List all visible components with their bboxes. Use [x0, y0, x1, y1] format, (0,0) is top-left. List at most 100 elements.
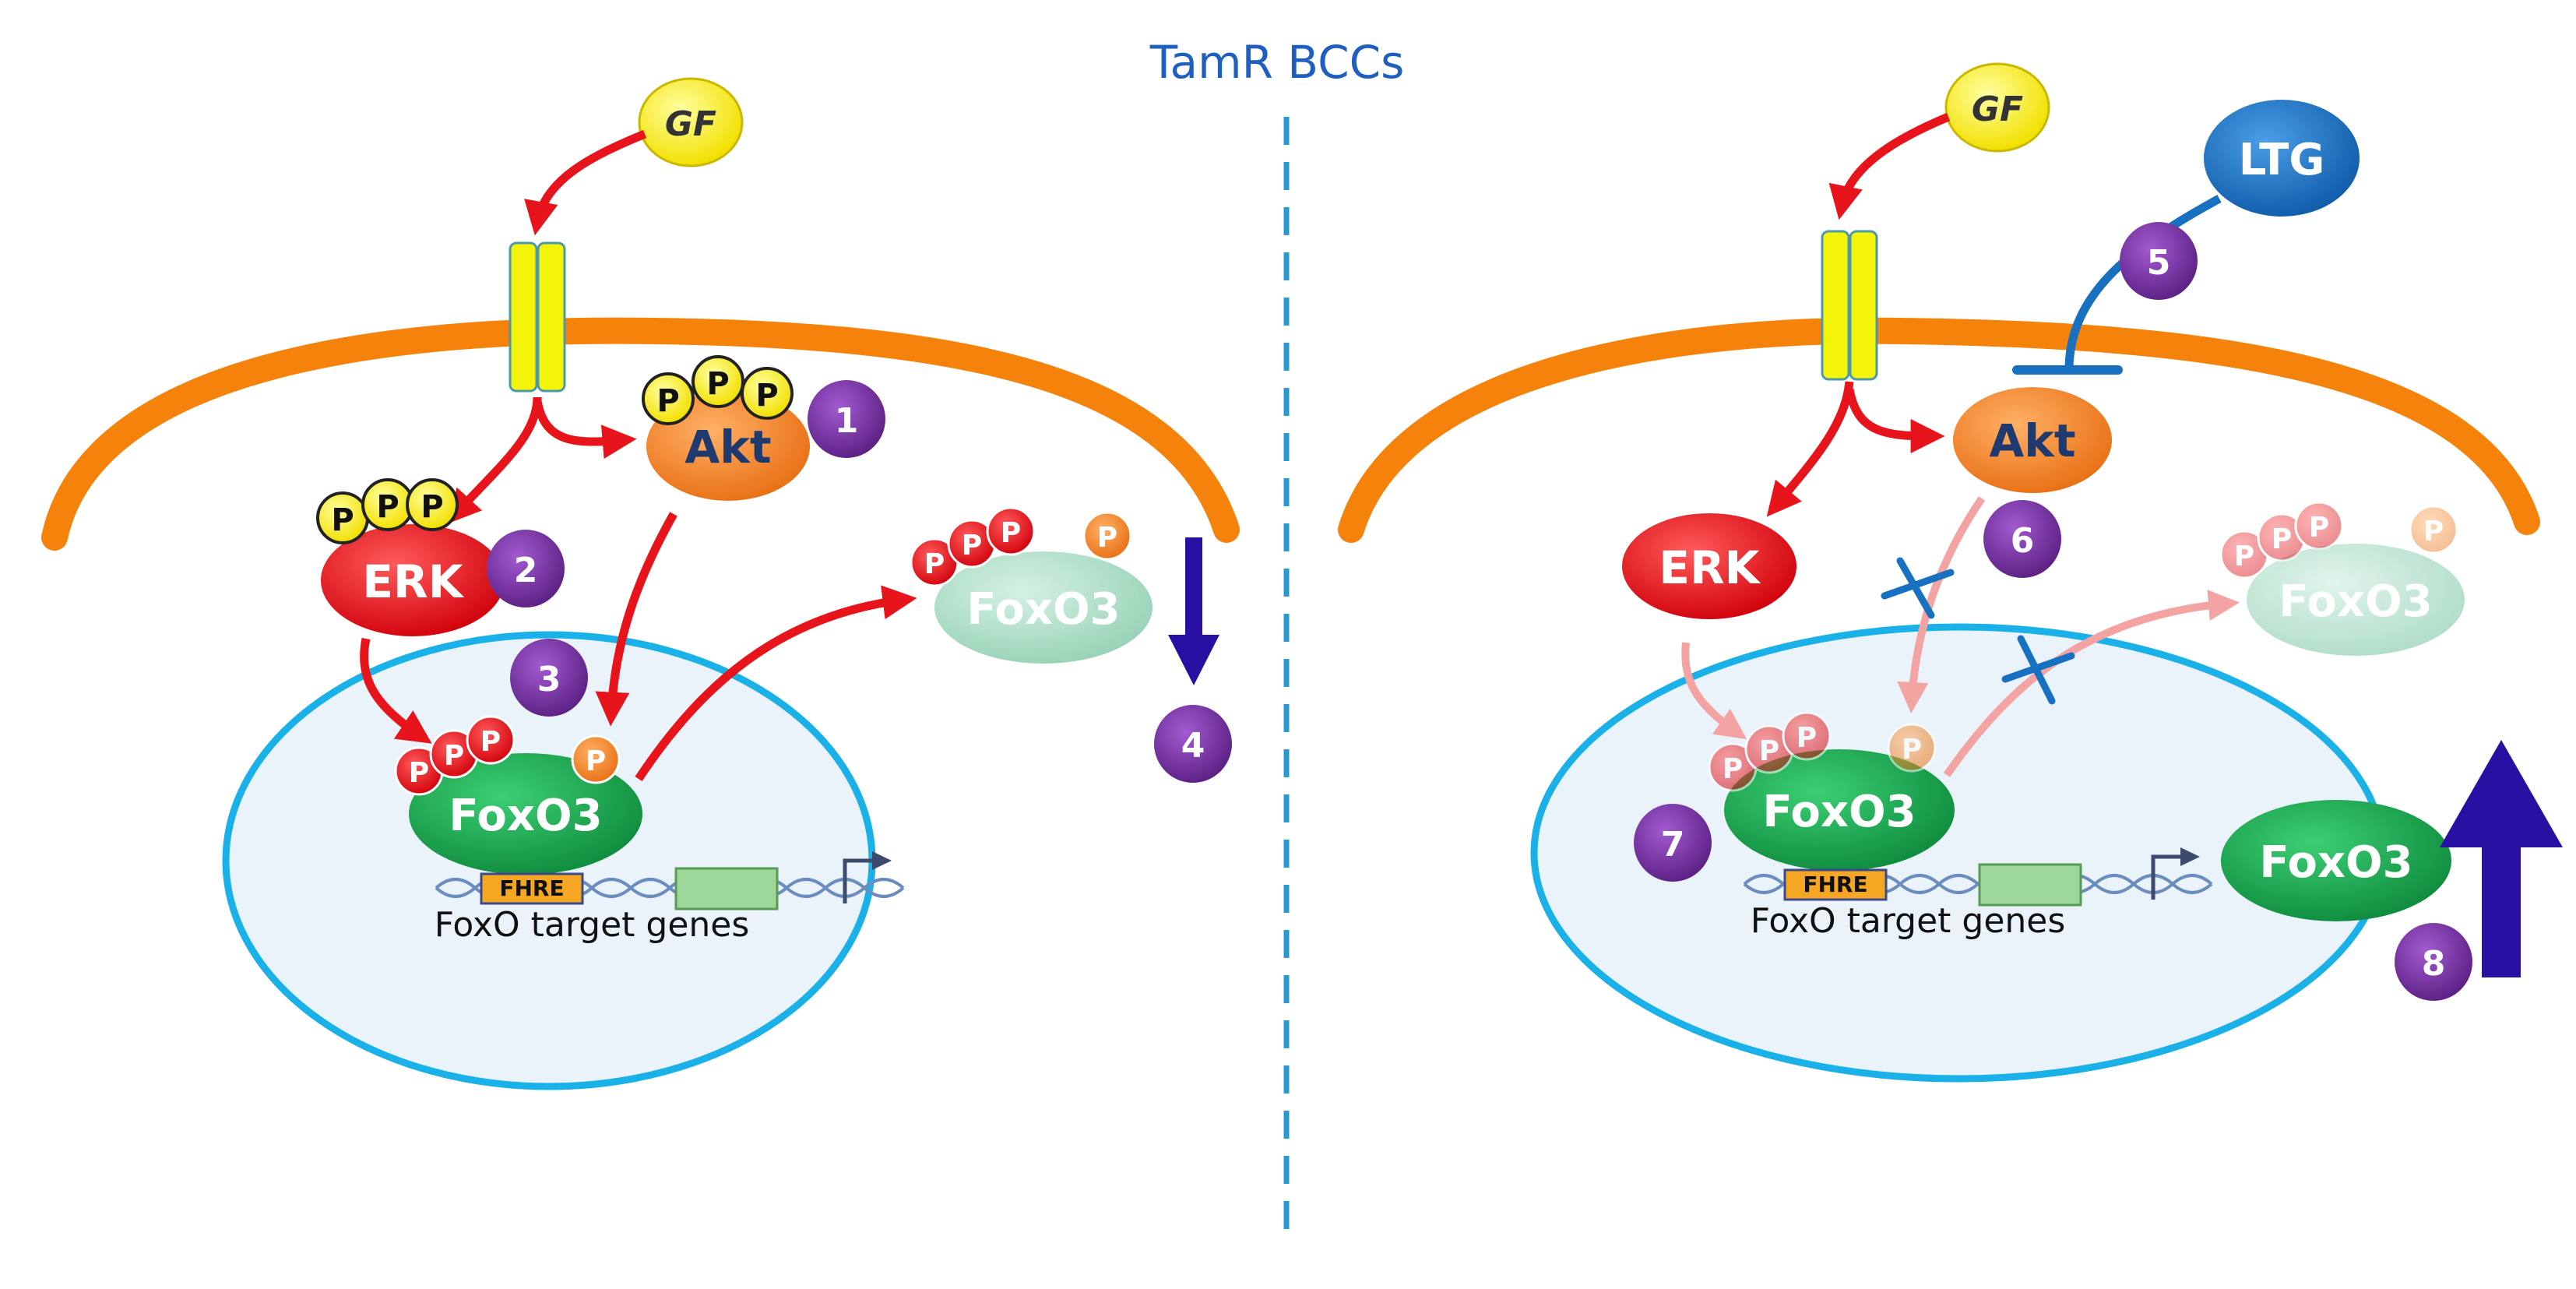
step-number: 3 — [537, 660, 561, 699]
phospho-label: P — [409, 757, 429, 789]
step-number: 4 — [1181, 726, 1205, 766]
erk-node: ERK — [321, 524, 505, 636]
akt-phospho-group: P P P — [642, 355, 794, 425]
phospho-label: P — [962, 530, 982, 562]
gf-label: GF — [665, 104, 716, 144]
step-number: 1 — [835, 401, 859, 441]
phospho-label: P — [444, 740, 464, 772]
gf-to-receptor-arrow — [1828, 112, 1951, 220]
left-panel: GF Akt P P P ERK — [41, 77, 1240, 1090]
foxo3-export-arrow — [635, 585, 917, 782]
phospho-label: P — [480, 726, 501, 758]
phospho-label: P — [924, 548, 945, 580]
erk-to-foxo3-arrow — [360, 637, 432, 744]
increase-arrow — [2440, 740, 2563, 977]
foxo3-nuclear: FoxO3 — [1724, 749, 1955, 871]
step-badge-2: 2 — [487, 530, 565, 608]
right-panel: GF LTG Akt ERK — [1338, 62, 2563, 1083]
akt-to-foxo3-arrow — [595, 512, 677, 727]
transcription-arrowhead-icon — [872, 851, 892, 870]
export-block-cross — [2001, 635, 2075, 705]
growth-factor: GF — [1944, 62, 2050, 153]
akt-to-foxo3-faded-arrow — [1897, 496, 1986, 713]
phospho-label: P — [376, 489, 399, 525]
transcription-arrowhead-icon — [2180, 847, 2200, 866]
step-badge-7: 7 — [1634, 804, 1712, 882]
gf-to-receptor-arrow — [524, 129, 647, 236]
akt-block-cross — [1881, 557, 1955, 619]
receptor-to-akt-arrow — [1845, 388, 1945, 453]
target-genes-label: FoxO target genes — [435, 905, 750, 945]
ltg-label: LTG — [2239, 135, 2325, 185]
growth-factor: GF — [638, 77, 744, 167]
fhre-label: FHRE — [499, 875, 564, 901]
foxo3-nuclear-phospho-group: P P P P — [1708, 711, 1937, 792]
transcription-start-icon — [2151, 854, 2192, 900]
foxo3-cytosolic: FoxO3 — [2247, 544, 2465, 656]
foxo3-cytosolic: FoxO3 — [934, 551, 1153, 664]
phospho-label: P — [2234, 541, 2254, 572]
step-number: 8 — [2422, 944, 2446, 984]
foxo3-label: FoxO3 — [2279, 576, 2432, 627]
receptor-to-erk-arrow — [446, 396, 542, 524]
foxo3-cytosolic-phospho-group: P P P P — [910, 506, 1132, 587]
erk-to-foxo3-faded-arrow — [1681, 642, 1747, 740]
phospho-label: P — [755, 378, 778, 414]
phospho-label: P — [706, 366, 729, 402]
erk-phospho-group: P P P — [316, 478, 459, 544]
cell-membrane — [1338, 317, 2540, 543]
foxo3-accumulated: FoxO3 — [2221, 800, 2451, 921]
diagram-title: TamR BCCs — [1149, 36, 1405, 89]
gf-label: GF — [1972, 90, 2023, 129]
fhre-element: FHRE — [480, 872, 584, 905]
akt-label: Akt — [684, 421, 771, 474]
erk-label: ERK — [362, 555, 464, 608]
gene-box — [674, 867, 779, 910]
step-badge-8: 8 — [2395, 923, 2472, 1001]
step-number: 6 — [2011, 521, 2035, 561]
foxo3-label: FoxO3 — [966, 584, 1120, 635]
step-badge-5: 5 — [2120, 222, 2198, 300]
step-number: 7 — [1661, 825, 1685, 865]
phospho-label: P — [2423, 516, 2444, 548]
step-badge-6: 6 — [1983, 500, 2061, 578]
gene-box — [1978, 863, 2082, 907]
phospho-label: P — [1001, 517, 1021, 549]
step-badge-3: 3 — [510, 639, 588, 717]
step-badge-1: 1 — [808, 380, 885, 458]
foxo3-label: FoxO3 — [449, 791, 602, 841]
fhre-element: FHRE — [1783, 868, 1888, 901]
phospho-label: P — [421, 489, 443, 525]
target-genes-label: FoxO target genes — [1751, 901, 2066, 941]
foxo3-nuclear-phospho-group: P P P P — [394, 715, 621, 796]
erk-label: ERK — [1659, 541, 1761, 594]
phospho-label: P — [331, 502, 354, 538]
akt-node: Akt — [1953, 387, 2112, 493]
receptor — [509, 241, 566, 393]
foxo3-nuclear: FoxO3 — [409, 753, 642, 875]
step-number: 5 — [2147, 243, 2171, 283]
phospho-label: P — [586, 745, 606, 777]
receptor — [1821, 230, 1878, 381]
fhre-label: FHRE — [1803, 872, 1867, 897]
decrease-arrow — [1168, 537, 1219, 685]
phospho-label: P — [1723, 753, 1743, 785]
phospho-label: P — [2309, 512, 2329, 544]
phospho-label: P — [1797, 722, 1817, 754]
receptor-to-akt-arrow — [533, 400, 637, 460]
ltg-inhibition-line — [2064, 195, 2222, 367]
foxo3-label: FoxO3 — [2259, 837, 2412, 888]
foxo3-cytosolic-phospho-group: P P P P — [2219, 501, 2458, 579]
receptor-to-erk-arrow — [1766, 381, 1854, 517]
phospho-label: P — [1097, 522, 1117, 554]
step-number: 2 — [514, 551, 538, 590]
ltg-drug: LTG — [2204, 100, 2360, 217]
step-badge-4: 4 — [1154, 705, 1232, 783]
akt-label: Akt — [1989, 414, 2075, 467]
phospho-label: P — [2272, 523, 2292, 555]
phospho-label: P — [1902, 734, 1922, 766]
transcription-start-icon — [843, 858, 884, 903]
foxo3-label: FoxO3 — [1762, 787, 1916, 837]
